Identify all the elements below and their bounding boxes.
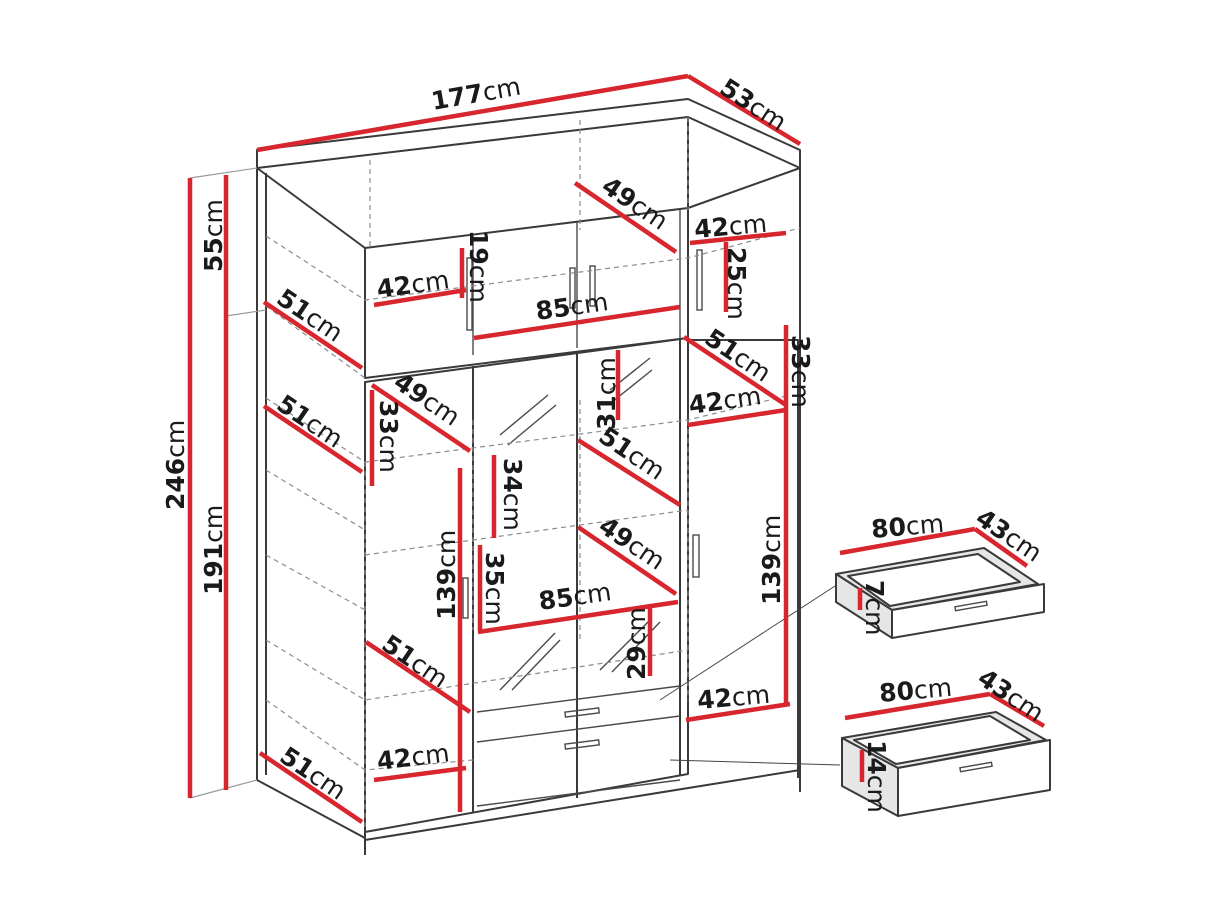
top-slab: [256, 98, 801, 169]
leader-drawer-1: [659, 585, 836, 701]
right-door-handle: [692, 534, 700, 578]
dimension-lines: [187, 73, 1046, 824]
dimension-label-right-top-height: 33cm: [786, 335, 815, 408]
dimension-label-right-top-width: 42cm: [687, 381, 763, 420]
upper-right-handle: [696, 249, 703, 311]
upper-handle-1: [569, 267, 576, 309]
dimension-label-height-top: 55cm: [199, 199, 228, 272]
drawer-line-3: [476, 779, 681, 807]
drawer-line-1: [476, 685, 681, 713]
dimension-label-center-lower-width: 85cm: [537, 577, 613, 616]
dimension-label-drawer1-width: 80cm: [870, 509, 945, 544]
plinth-line: [364, 769, 801, 841]
dimension-label-left-shelf-height: 33cm: [374, 400, 403, 473]
upper-top-edge: [256, 167, 366, 249]
dimension-label-top-right-height: 25cm: [722, 247, 751, 320]
dimension-label-drawer2-height: 14cm: [862, 740, 891, 813]
drawer-small: [835, 547, 1045, 639]
drawer-handle-1: [564, 707, 601, 718]
drawer-line-2: [476, 715, 681, 743]
dimension-label-height-total: 246cm: [161, 420, 190, 510]
dimension-label-top-middle-width: 85cm: [534, 287, 610, 326]
dimension-label-base-left-width: 42cm: [375, 738, 451, 776]
dimension-label-right-bottom-width: 42cm: [696, 680, 771, 715]
drawer-large: [841, 711, 1051, 817]
dimension-label-center-top-height: 31cm: [592, 357, 621, 430]
wardrobe-drawing: [189, 98, 841, 855]
dimension-label-width-top: 177cm: [429, 72, 523, 116]
interior-shelves: [265, 117, 801, 830]
dimension-label-center-shelf-height: 34cm: [498, 458, 527, 531]
upper-handle-2: [589, 265, 596, 307]
dimension-label-height-bottom: 191cm: [199, 505, 228, 595]
dimension-label-drawer2-width: 80cm: [878, 673, 953, 708]
left-side-panel: [256, 168, 366, 839]
ghost-line-mid: [225, 309, 267, 317]
dimension-label-top-left-height: 19cm: [464, 230, 493, 303]
left-door-handle: [462, 577, 469, 619]
dimension-label-right-compartment-height: 139cm: [757, 515, 786, 605]
dimension-label-center-bottom-height: 29cm: [622, 607, 651, 680]
dimension-label-top-right-width: 42cm: [693, 209, 768, 244]
upper-left-handle: [466, 257, 473, 331]
upper-right-edge: [687, 167, 801, 209]
dimension-label-center-lower-height: 35cm: [480, 552, 509, 625]
ghost-line-top: [189, 167, 258, 179]
ghost-line-bottom: [189, 779, 258, 799]
leader-drawer-2: [669, 759, 841, 766]
dimension-label-left-compartment-height: 139cm: [432, 530, 461, 620]
drawer-handle-2: [564, 739, 601, 750]
dimension-label-top-left-width: 42cm: [375, 265, 451, 304]
dimension-label-drawer1-height: 7cm: [860, 580, 889, 636]
